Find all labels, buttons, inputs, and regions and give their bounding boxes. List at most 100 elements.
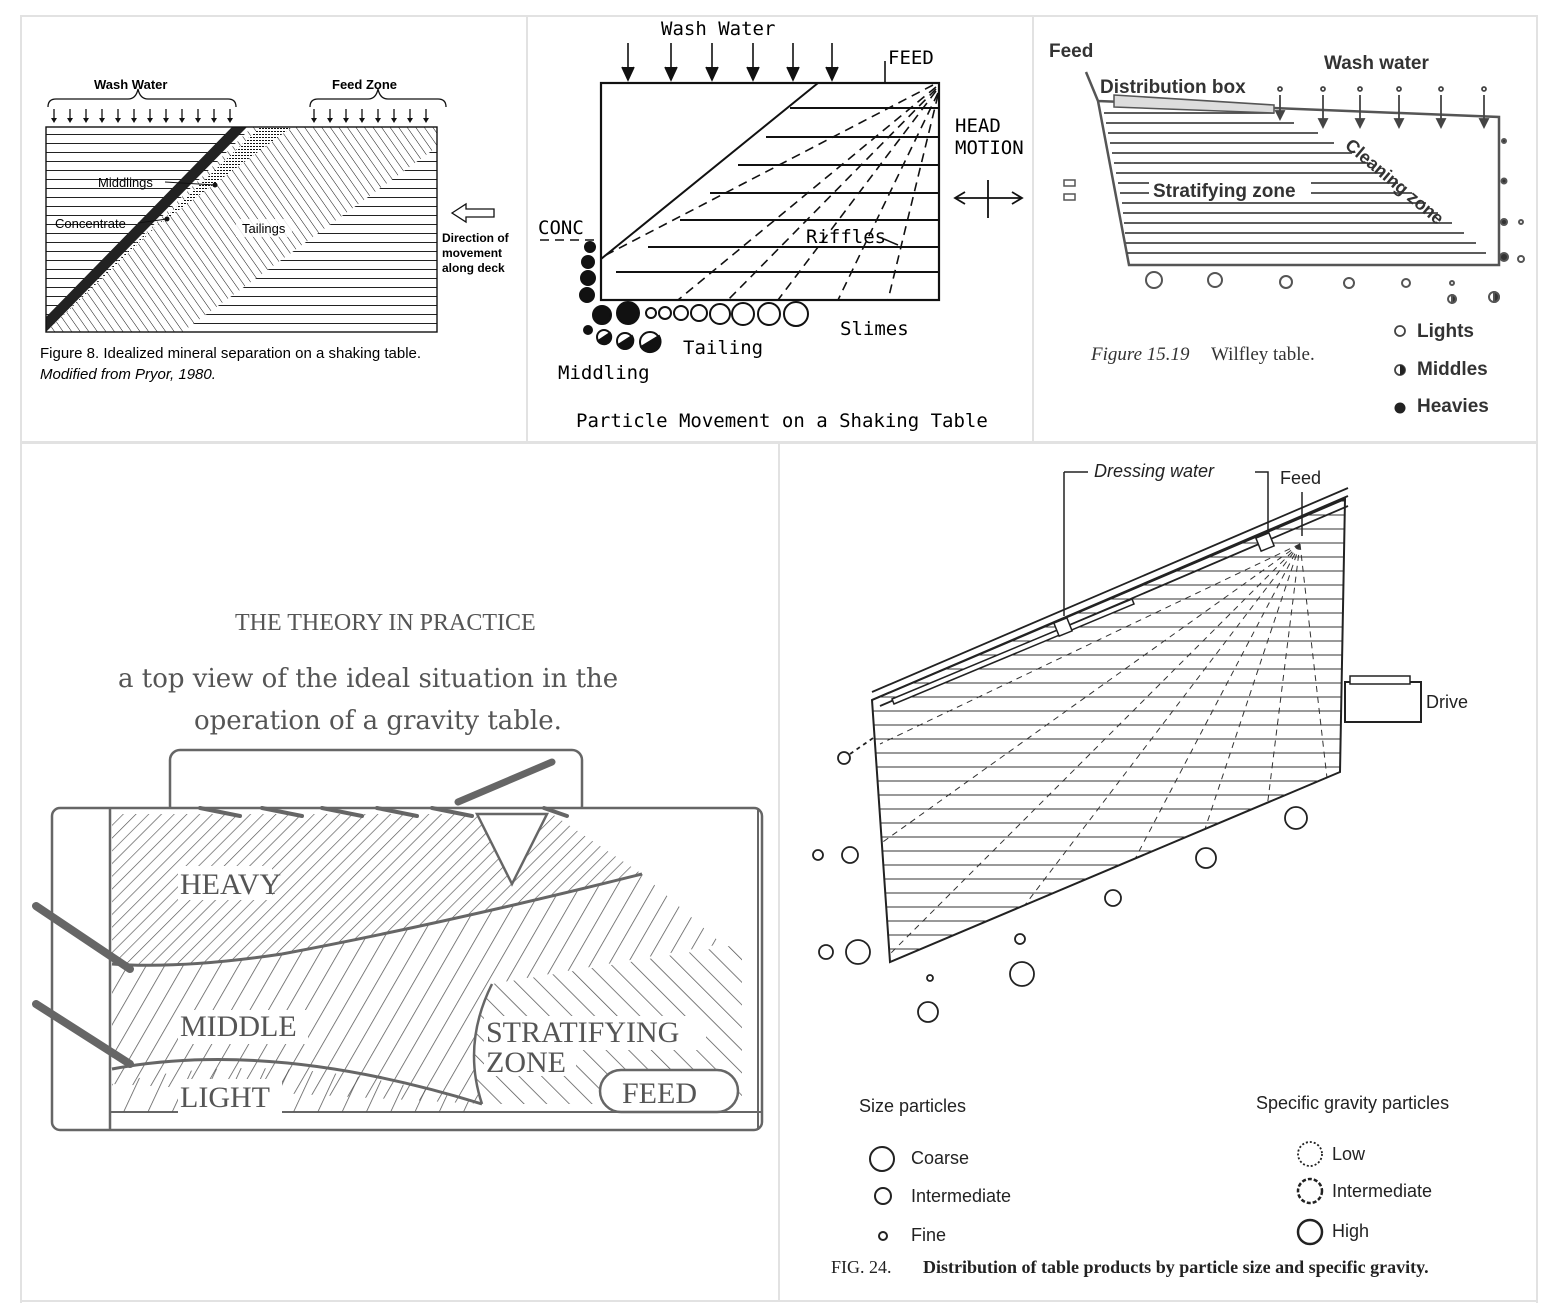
- legend-middles-fill: [1400, 365, 1405, 375]
- label-zone: ZONE: [486, 1046, 566, 1079]
- label-feed: Feed: [1280, 468, 1321, 488]
- diagram-gravity-table-top-view: THE THEORY IN PRACTICE a top view of the…: [32, 610, 764, 1132]
- middle-outlet-chute: [32, 1000, 134, 1068]
- diagram-particle-movement: Wash Water FEED CONC HEAD MOTION Riffles: [538, 18, 1024, 432]
- feed-box: [1254, 531, 1276, 553]
- deck-outline: [45, 126, 438, 333]
- legend-sg-intermediate-icon: [1296, 1177, 1324, 1205]
- caption-figure-8: Figure 8. Idealized mineral separation o…: [40, 345, 421, 362]
- title-theory: THE THEORY IN PRACTICE: [235, 610, 536, 636]
- caption-particle-movement: Particle Movement on a Shaking Table: [576, 410, 988, 432]
- middle-zone: [112, 874, 722, 1104]
- legend-lights-icon: [1394, 325, 1406, 337]
- label-stratifying: STRATIFYING: [486, 1016, 679, 1049]
- label-tailings: Tailings: [242, 221, 286, 236]
- light-boundary: [111, 1058, 483, 1106]
- distribution-box: [1113, 94, 1275, 114]
- stratifying-boundary: [472, 983, 494, 1105]
- caption-figure-number: FIG. 24.: [831, 1257, 892, 1277]
- riffles-pointer: [883, 238, 899, 246]
- legend-heavies: Heavies: [1417, 396, 1489, 417]
- label-middle: MIDDLE: [180, 1010, 297, 1043]
- panel-particle-movement: Wash Water FEED CONC HEAD MOTION Riffles: [528, 17, 1032, 441]
- legend-fine-icon: [878, 1231, 888, 1241]
- panel-wilfley-table: Feed Wash water Distribution box Stratif…: [1034, 17, 1536, 441]
- concentrate-leader: [137, 218, 168, 224]
- legend-lights: Lights: [1417, 321, 1474, 342]
- label-head: HEAD: [955, 115, 1001, 137]
- feed-box: [598, 1068, 740, 1114]
- legend-low: Low: [1332, 1144, 1366, 1164]
- legend-middles: Middles: [1417, 359, 1488, 380]
- legend-fine: Fine: [911, 1225, 946, 1245]
- legend-intermediate: Intermediate: [911, 1186, 1011, 1206]
- wash-water-arrows: [621, 43, 839, 82]
- label-stratifying-zone: Stratifying zone: [1153, 181, 1296, 202]
- label-slimes: Slimes: [840, 318, 909, 340]
- panel-idealized-separation: Wash Water Feed Zone Middlings Concentra…: [22, 17, 526, 441]
- feed-slot-icon-2: [1063, 193, 1076, 201]
- particles: [579, 241, 809, 354]
- deck-outline: [870, 497, 1347, 964]
- feed-chute: [454, 758, 556, 806]
- legend-high: High: [1332, 1221, 1369, 1241]
- label-middling: Middling: [558, 362, 650, 384]
- caption-source: Modified from Pryor, 1980.: [40, 366, 216, 383]
- legend-size-title: Size particles: [859, 1096, 966, 1116]
- head-motion-arrow-icon: [953, 180, 1024, 218]
- panel-theory-in-practice: THE THEORY IN PRACTICE a top view of the…: [22, 444, 778, 1300]
- label-feed: FEED: [888, 47, 934, 69]
- legend-sg-title: Specific gravity particles: [1256, 1093, 1449, 1113]
- col-divider-3: [778, 443, 780, 1301]
- concentrate-dot: [164, 216, 170, 222]
- label-feed-zone: Feed Zone: [332, 77, 397, 92]
- col-divider-2: [1032, 15, 1034, 443]
- label-wash-water: Wash water: [1324, 53, 1429, 74]
- label-feed: Feed: [1049, 41, 1093, 62]
- label-heavy: HEAVY: [180, 868, 281, 901]
- label-dressing-water: Dressing water: [1094, 461, 1215, 481]
- middlings-band: [46, 127, 247, 332]
- label-conc: CONC: [538, 217, 584, 239]
- label-motion: MOTION: [955, 137, 1024, 159]
- particle-paths: [540, 84, 939, 301]
- drive-cap: [1349, 675, 1411, 685]
- diagram-table-products: Dressing water Feed Drive: [812, 461, 1468, 1277]
- legend-coarse: Coarse: [911, 1148, 969, 1168]
- product-particles: [812, 735, 1308, 1023]
- label-concentrate: Concentrate: [55, 216, 126, 231]
- heavy-outlet-chute: [32, 902, 134, 973]
- diagram-idealized-separation: Wash Water Feed Zone Middlings Concentra…: [40, 77, 510, 383]
- middlings-leader: [164, 181, 216, 186]
- caption-wilfley-table: Wilfley table.: [1211, 344, 1315, 365]
- col-divider-1: [526, 15, 528, 443]
- legend-high-icon: [1296, 1218, 1324, 1246]
- row-divider: [20, 441, 1538, 444]
- label-feed: FEED: [622, 1077, 697, 1110]
- legend-low-icon: [1297, 1141, 1323, 1167]
- label-middlings: Middlings: [98, 175, 153, 190]
- table-outline: [1084, 71, 1501, 267]
- wash-trough: [891, 598, 1135, 705]
- feed-slot-icon: [1063, 179, 1076, 187]
- deck-outline: [599, 81, 941, 302]
- feed-funnel: [474, 812, 550, 887]
- frame-bottom: [20, 1300, 1538, 1302]
- label-drive: Drive: [1426, 692, 1468, 712]
- label-tailing: Tailing: [683, 337, 763, 359]
- legend-sg-intermediate: Intermediate: [1332, 1181, 1432, 1201]
- label-distribution-box: Distribution box: [1100, 77, 1246, 98]
- dressing-water-leader: [1064, 471, 1269, 532]
- label-direction-2: movement: [442, 246, 502, 260]
- subtitle-line-2: operation of a gravity table.: [194, 706, 562, 736]
- label-direction-1: Direction of: [442, 231, 510, 245]
- middlings-dot: [212, 182, 218, 188]
- legend-intermediate-icon: [874, 1187, 892, 1205]
- diagram-wilfley-table: Feed Wash water Distribution box Stratif…: [1049, 41, 1525, 417]
- caption-distribution: Distribution of table products by partic…: [923, 1257, 1429, 1277]
- wash-water-brace: [47, 88, 237, 108]
- caption-figure-number: Figure 15.19: [1090, 344, 1190, 365]
- drive-housing: [1344, 681, 1422, 723]
- direction-arrow-icon: [450, 202, 495, 224]
- frame-left: [20, 15, 22, 1303]
